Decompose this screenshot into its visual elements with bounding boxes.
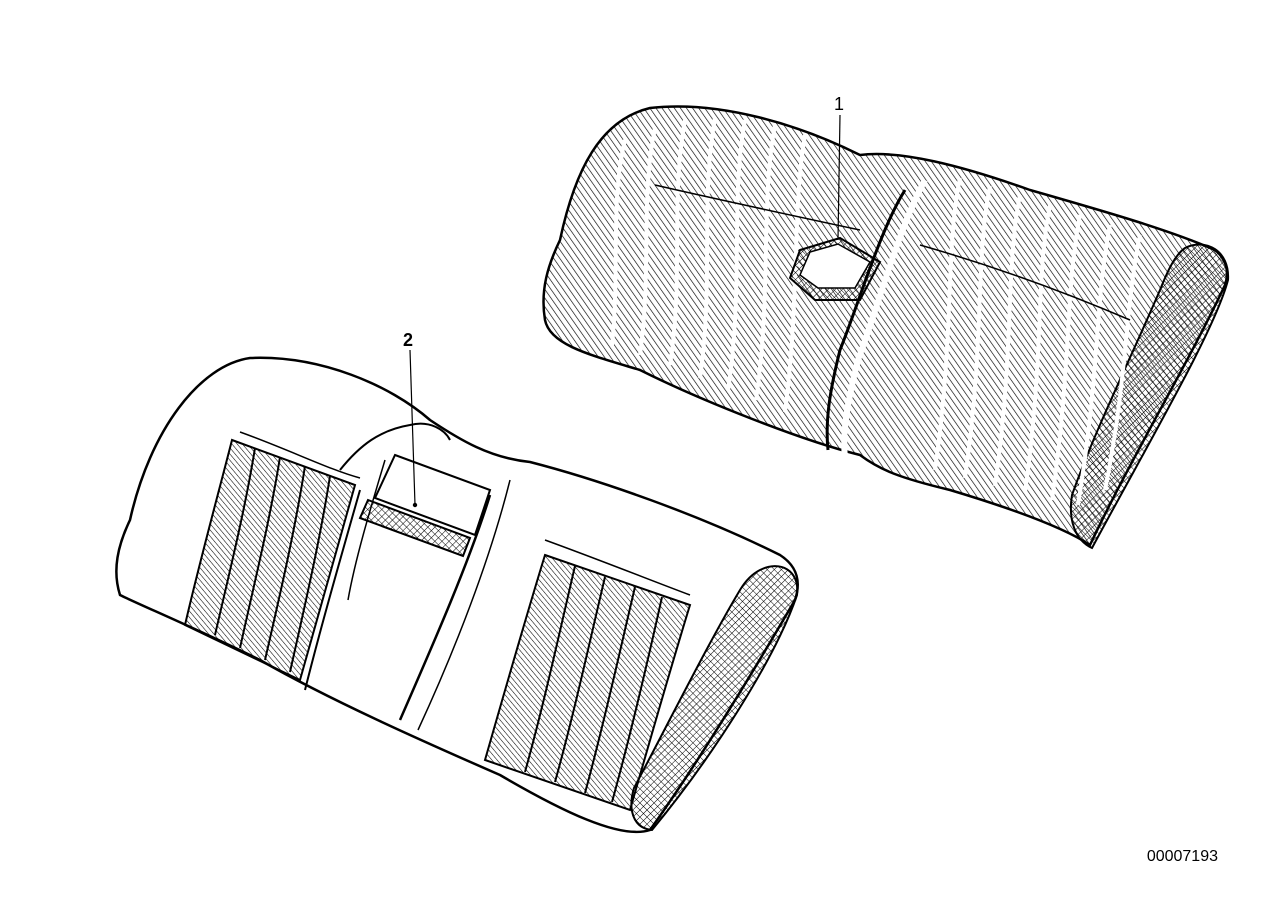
- seat-cover-upper-pleats: [610, 117, 1142, 506]
- callout-1-leader: [837, 114, 841, 241]
- callout-2-leader: [409, 349, 416, 506]
- callout-1-label: 1: [834, 94, 844, 114]
- seat-cover-lower-left-panel: [183, 438, 357, 682]
- seat-cover-lower-right-panel: [483, 553, 692, 812]
- seat-cover-lower: 2: [115, 330, 799, 834]
- callout-2-label: 2: [403, 330, 413, 350]
- seat-cover-lower-strap-band: [358, 498, 472, 558]
- document-number: 00007193: [1146, 848, 1218, 865]
- seat-cover-lower-strap: [373, 453, 492, 537]
- seat-cover-upper-center-seam: [825, 189, 907, 451]
- seat-cover-upper: 1: [542, 94, 1230, 550]
- seat-cover-lower-end: [630, 565, 799, 832]
